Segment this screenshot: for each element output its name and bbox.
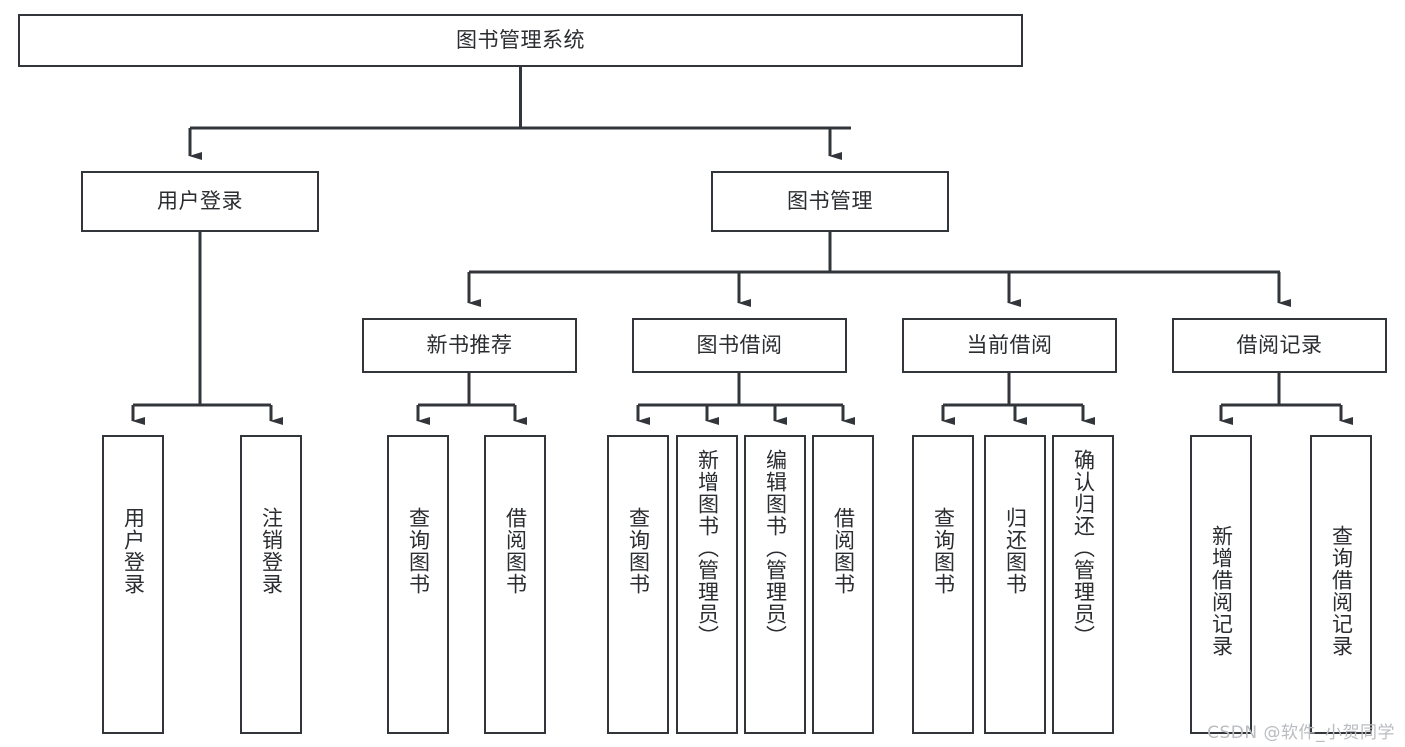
node-leaf-add-borrow-record-label: 新增借阅记录 xyxy=(1209,525,1234,657)
node-root-label: 图书管理系统 xyxy=(456,27,585,52)
node-leaf-edit-book[interactable]: 编辑图书（管理员） xyxy=(744,435,806,734)
node-leaf-user-logout-label: 注销登录 xyxy=(259,507,284,595)
node-leaf-return-book-label: 归还图书 xyxy=(1003,507,1028,595)
node-leaf-query-book-2-label: 查询图书 xyxy=(626,507,651,595)
node-new-book-recommend[interactable]: 新书推荐 xyxy=(362,318,577,373)
node-leaf-query-book-3-label: 查询图书 xyxy=(931,507,956,595)
watermark: CSDN @软件_小贺同学 xyxy=(1207,723,1395,743)
node-current-borrow-label: 当前借阅 xyxy=(966,332,1053,357)
node-leaf-confirm-return-label: 确认归还（管理员） xyxy=(1071,449,1096,647)
node-leaf-query-book-2[interactable]: 查询图书 xyxy=(607,435,669,734)
node-leaf-query-book-3[interactable]: 查询图书 xyxy=(912,435,974,734)
node-leaf-query-book-1[interactable]: 查询图书 xyxy=(387,435,449,734)
node-book-borrow[interactable]: 图书借阅 xyxy=(632,318,847,373)
node-leaf-add-book[interactable]: 新增图书（管理员） xyxy=(676,435,738,734)
node-borrow-record[interactable]: 借阅记录 xyxy=(1172,318,1387,373)
node-book-management[interactable]: 图书管理 xyxy=(711,171,949,232)
node-borrow-record-label: 借阅记录 xyxy=(1236,332,1323,357)
node-leaf-query-borrow-record-label: 查询借阅记录 xyxy=(1329,525,1354,657)
node-leaf-borrow-book-1[interactable]: 借阅图书 xyxy=(484,435,546,734)
node-new-book-recommend-label: 新书推荐 xyxy=(426,332,513,357)
node-root[interactable]: 图书管理系统 xyxy=(18,14,1023,67)
node-book-management-label: 图书管理 xyxy=(787,188,873,213)
node-leaf-borrow-book-2-label: 借阅图书 xyxy=(831,507,856,595)
node-leaf-query-borrow-record[interactable]: 查询借阅记录 xyxy=(1310,435,1372,734)
node-leaf-query-book-1-label: 查询图书 xyxy=(406,507,431,595)
node-leaf-borrow-book-2[interactable]: 借阅图书 xyxy=(812,435,874,734)
node-book-borrow-label: 图书借阅 xyxy=(696,332,783,357)
node-user-login-label: 用户登录 xyxy=(157,188,243,213)
node-leaf-user-login[interactable]: 用户登录 xyxy=(102,435,164,734)
node-leaf-edit-book-label: 编辑图书（管理员） xyxy=(763,449,788,647)
node-leaf-user-logout[interactable]: 注销登录 xyxy=(240,435,302,734)
node-leaf-borrow-book-1-label: 借阅图书 xyxy=(503,507,528,595)
node-leaf-add-book-label: 新增图书（管理员） xyxy=(695,449,720,647)
node-leaf-confirm-return[interactable]: 确认归还（管理员） xyxy=(1052,435,1114,734)
node-leaf-user-login-label: 用户登录 xyxy=(121,507,146,595)
node-leaf-add-borrow-record[interactable]: 新增借阅记录 xyxy=(1190,435,1252,734)
node-leaf-return-book[interactable]: 归还图书 xyxy=(984,435,1046,734)
node-current-borrow[interactable]: 当前借阅 xyxy=(902,318,1117,373)
node-user-login[interactable]: 用户登录 xyxy=(81,171,319,232)
